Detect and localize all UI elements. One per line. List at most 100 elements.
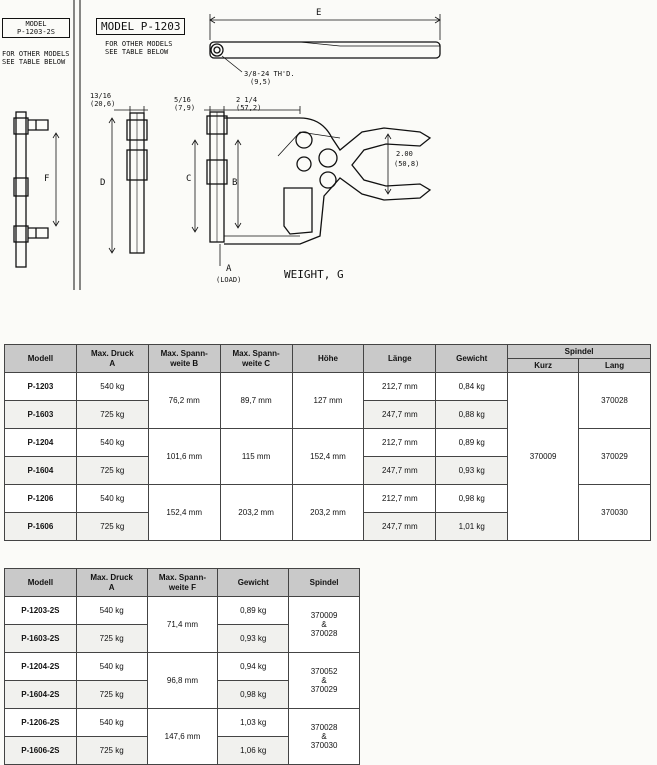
cell-druck: 540 kg [75,652,148,681]
cell-model: P-1604 [4,456,77,485]
dim-a: A [226,264,232,274]
table-row: P-1603-2S 725 kg 0,93 kg [4,624,360,653]
table-row: P-1204 540 kg 101,6 mm 115 mm 152,4 mm 2… [4,428,651,485]
cell-spann-b: 101,6 mm [147,428,221,485]
dim-2-1-4: 2 1/4 [236,96,258,104]
cell-model: P-1604-2S [4,680,77,709]
hdr-kurz: Kurz [507,358,580,373]
hdr-gewicht: Gewicht [435,344,509,373]
cell-model: P-1603-2S [4,624,77,653]
left-model-line2: P-1203-2S [17,28,55,36]
left-note-line1: FOR OTHER MODELS [2,50,70,58]
dim-2-00-mm: (50,8) [394,160,420,168]
cell-gewicht: 0,98 kg [217,680,290,709]
left-model-line1: MODEL [25,20,47,28]
cell-laenge: 212,7 mm [363,372,437,401]
cell-spann-f: 147,6 mm [146,708,219,765]
right-note-line1: FOR OTHER MODELS [105,40,173,48]
cell-model: P-1606-2S [4,736,77,765]
cell-laenge: 212,7 mm [363,428,437,457]
weight-label: WEIGHT, G [284,268,344,281]
dim-2-1-4-mm: (57,2) [236,104,262,112]
dim-13-16: 13/16 [90,92,112,100]
hdr-laenge: Länge [363,344,437,373]
dim-f: F [44,174,50,184]
right-model-box: MODEL P-1203 [96,18,186,35]
cell-spann-b: 152,4 mm [147,484,221,541]
cell-gewicht: 1,01 kg [435,512,509,541]
dim-d: D [100,178,106,188]
cell-gewicht: 0,84 kg [435,372,509,401]
cell-spindel: 370028&370030 [288,708,360,765]
table-row: P-1603 725 kg 247,7 mm 0,88 kg [4,400,651,429]
cell-hoehe: 203,2 mm [291,484,365,541]
cell-model: P-1206-2S [4,708,77,737]
cell-spann-c: 203,2 mm [219,484,293,541]
cell-spindel: 370009&370028 [288,596,360,653]
cell-druck: 725 kg [75,512,149,541]
cell-druck: 725 kg [75,624,148,653]
cell-druck: 725 kg [75,736,148,765]
hdr-spann-c: Max. Spann-weite C [219,344,293,373]
cell-spann-b: 76,2 mm [147,372,221,429]
dim-b: B [232,178,238,188]
cell-spindel: 370052&370029 [288,652,360,709]
dim-c: C [186,174,192,184]
cell-laenge: 247,7 mm [363,400,437,429]
cell-laenge: 247,7 mm [363,512,437,541]
load-label: (LOAD) [216,276,242,284]
left-note: FOR OTHER MODELS SEE TABLE BELOW [2,50,69,66]
hdr-lang: Lang [578,358,651,373]
cell-gewicht: 0,89 kg [217,596,290,625]
cell-druck: 540 kg [75,428,149,457]
cell-spann-c: 115 mm [219,428,293,485]
cell-druck: 540 kg [75,484,149,513]
cell-spann-f: 71,4 mm [146,596,219,653]
cell-gewicht: 1,03 kg [217,708,290,737]
cell-spann-f: 96,8 mm [146,652,219,709]
cell-hoehe: 152,4 mm [291,428,365,485]
hdr2-modell: Modell [4,568,77,597]
table-row: P-1604-2S 725 kg 0,98 kg [4,680,360,709]
table-row: P-1206-2S 540 kg 147,6 mm 1,03 kg 370028… [4,708,360,765]
cell-druck: 540 kg [75,708,148,737]
cell-lang: 370030 [578,484,651,541]
cell-laenge: 247,7 mm [363,456,437,485]
cell-gewicht: 0,93 kg [435,456,509,485]
table-row: P-1206 540 kg 152,4 mm 203,2 mm 203,2 mm… [4,484,651,541]
hdr2-spann-f: Max. Spann-weite F [146,568,219,597]
table-row: P-1203-2S 540 kg 71,4 mm 0,89 kg 370009&… [4,596,360,653]
thread-label: 3/8-24 TH'D. [244,70,295,78]
cell-model: P-1203-2S [4,596,77,625]
cell-lang: 370029 [578,428,651,485]
clamp-drawing-svg [13,0,441,290]
cell-lang: 370028 [578,372,651,429]
cell-druck: 725 kg [75,400,149,429]
cell-model: P-1206 [4,484,77,513]
dim-5-16-mm: (7,9) [174,104,196,112]
cell-druck: 725 kg [75,680,148,709]
hdr-hoehe: Höhe [291,344,365,373]
table-row: P-1204-2S 540 kg 96,8 mm 0,94 kg 370052&… [4,652,360,709]
cell-druck: 540 kg [75,372,149,401]
thread-mm: (9,5) [250,78,272,86]
cell-laenge: 212,7 mm [363,484,437,513]
dim-e: E [316,8,322,18]
table-row: P-1203 540 kg 76,2 mm 89,7 mm 127 mm 212… [4,372,651,541]
table-row: P-1604 725 kg 247,7 mm 0,93 kg [4,456,651,485]
cell-spann-c: 89,7 mm [219,372,293,429]
cell-model: P-1203 [4,372,77,401]
dim-5-16: 5/16 [174,96,191,104]
hdr-modell: Modell [4,344,77,373]
dim-13-16-mm: (20,6) [90,100,116,108]
cell-model: P-1606 [4,512,77,541]
hdr-spann-b: Max. Spann-weite B [147,344,221,373]
cell-kurz: 370009 [507,372,580,541]
table-row: P-1606 725 kg 247,7 mm 1,01 kg [4,512,651,541]
cell-gewicht: 0,89 kg [435,428,509,457]
cell-druck: 540 kg [75,596,148,625]
